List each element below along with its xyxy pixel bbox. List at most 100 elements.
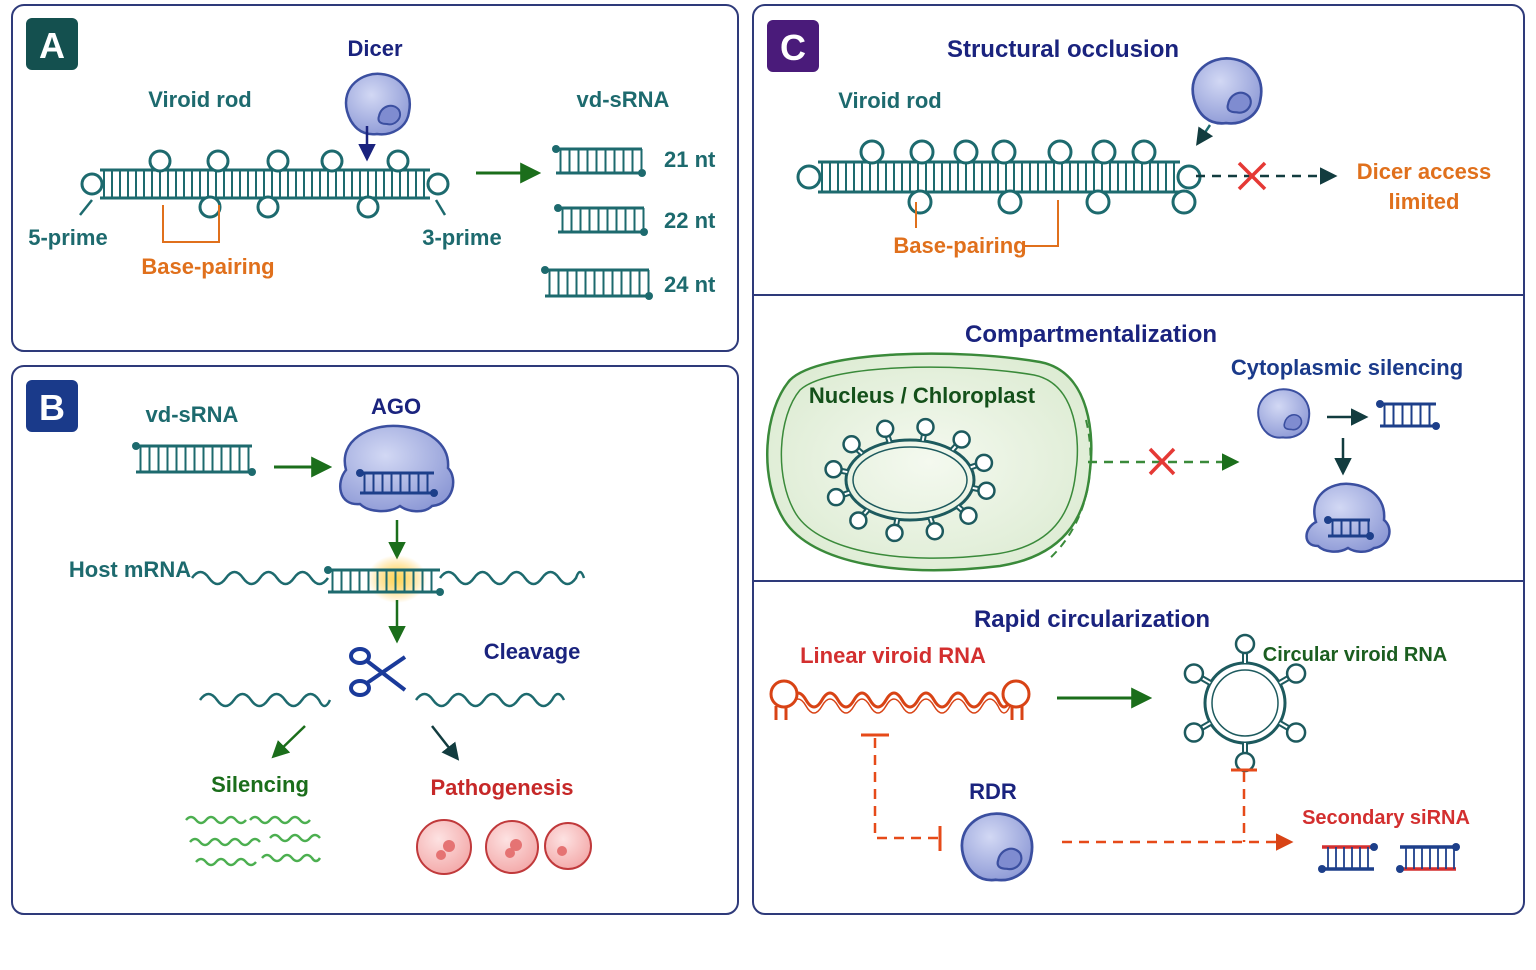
- circ-ring-loop: [1183, 663, 1205, 684]
- circ-ring-loop: [1285, 722, 1307, 743]
- rod-hairpin-top: [148, 149, 172, 173]
- rod-hairpin-bottom: [907, 189, 933, 215]
- srna-24nt-end: [541, 266, 549, 274]
- cytoplasmic-silencing-label: Cytoplasmic silencing: [1231, 355, 1463, 380]
- dicer-access-label-2: limited: [1389, 189, 1460, 214]
- nuc-ring-inner: [852, 446, 968, 514]
- rod-hairpin-top: [320, 149, 344, 173]
- panel-b-frame: [11, 365, 739, 915]
- linear-end-loop: [1001, 679, 1031, 709]
- cyto-ago-bound-srna: [1324, 516, 1374, 540]
- silenced-fragment: [269, 833, 321, 843]
- rod-hairpin-bottom: [1085, 189, 1111, 215]
- secondary-sirna-duplexes: [1318, 843, 1460, 873]
- linear-end-loop: [769, 679, 799, 709]
- srna-21nt-end: [552, 145, 560, 153]
- panel-c-frame: [752, 4, 1525, 915]
- rod-hairpin-bottom: [256, 195, 280, 219]
- circ-ring-loop: [1183, 722, 1205, 743]
- ago-bound-srna: [356, 469, 438, 497]
- linear-viroid-label: Linear viroid RNA: [800, 643, 986, 668]
- circ-ring-loop: [1234, 751, 1256, 773]
- rod-hairpin-top: [1091, 139, 1117, 165]
- nuc-ring-backbone: [844, 438, 976, 522]
- host-mrna-strand: [190, 570, 586, 586]
- srna-21nt-end: [638, 169, 646, 177]
- nuc-ring-loop: [925, 521, 945, 541]
- circ-ring-stem-gap: [1201, 722, 1211, 729]
- nucleus-compartment: [766, 352, 1093, 572]
- dicer-access-label-1: Dicer access: [1357, 159, 1492, 184]
- cyto-ago-srna-end: [1366, 532, 1374, 540]
- panel-b-badge-label: B: [39, 387, 65, 428]
- sirna-end: [1396, 865, 1404, 873]
- srna-22nt-end: [554, 204, 562, 212]
- srna-24nt-end: [645, 292, 653, 300]
- panel-c-badge: [767, 20, 819, 72]
- srna-22nt-end: [640, 228, 648, 236]
- hybrid-end: [324, 566, 332, 574]
- cyto-srna-end: [1376, 400, 1384, 408]
- dicer-label: Dicer: [347, 36, 402, 61]
- five-prime-label: 5-prime: [28, 225, 107, 250]
- b-srna-end: [248, 468, 256, 476]
- rdr-inhibition-line: [873, 738, 938, 840]
- occlusion-title: Structural occlusion: [947, 36, 1179, 63]
- compartment-title: Compartmentalization: [965, 321, 1217, 348]
- rdr-label: RDR: [969, 779, 1017, 804]
- nuc-ring-loop: [952, 430, 971, 449]
- circ-ring-stem-gap: [1279, 722, 1289, 729]
- rod-hairpin-top: [859, 139, 885, 165]
- rod-hairpin-top: [1131, 139, 1157, 165]
- rod-hairpin-top: [953, 139, 979, 165]
- rod-hairpin-top: [266, 149, 290, 173]
- circularization-title: Rapid circularization: [974, 606, 1210, 633]
- srna-length-24: 24 nt: [664, 272, 716, 297]
- ago-complex-icon: [338, 424, 455, 513]
- cleavage-label: Cleavage: [484, 639, 581, 664]
- circular-viroid-label: Circular viroid RNA: [1263, 644, 1447, 666]
- mrna-srna-hybrid: [324, 566, 444, 596]
- nuc-ring-loop: [824, 460, 843, 479]
- secondary-sirna-label: Secondary siRNA: [1302, 807, 1470, 829]
- sirna-end: [1370, 843, 1378, 851]
- circ-ring-loop: [1234, 633, 1256, 655]
- nuc-ring-loop: [977, 481, 996, 500]
- panel-a-badge-label: A: [39, 25, 65, 66]
- host-mrna-label: Host mRNA: [69, 557, 191, 582]
- ago-label: AGO: [371, 394, 421, 419]
- silenced-fragment: [261, 853, 322, 863]
- scissors-icon: [349, 647, 407, 697]
- circ-ring-stem-gap: [1201, 677, 1211, 684]
- srna-length-21: 21 nt: [664, 147, 716, 172]
- nuc-ring-loop: [849, 511, 868, 530]
- b-srna-duplex: [132, 442, 256, 476]
- rod-hairpin-top: [1047, 139, 1073, 165]
- nuc-ring-loop: [826, 487, 846, 507]
- nuc-ring-loop: [959, 506, 978, 526]
- silenced-fragment: [249, 815, 311, 825]
- rod-hairpin-bottom: [1171, 189, 1197, 215]
- ago-srna-end: [430, 489, 438, 497]
- b-vd-srna-label: vd-sRNA: [146, 402, 239, 427]
- cyto-srna-duplex: [1376, 400, 1440, 430]
- rod-end-loop: [80, 172, 104, 196]
- viroid-rod-label: Viroid rod: [148, 87, 252, 112]
- mrna-fragment-left: [198, 692, 332, 708]
- three-prime-label: 3-prime: [422, 225, 501, 250]
- panel-a-badge: [26, 18, 78, 70]
- cyto-dicer-icon: [1257, 388, 1311, 439]
- silenced-rna-fragments: [185, 815, 322, 867]
- silenced-fragment: [185, 815, 247, 825]
- export-block-x-icon: [1148, 447, 1176, 476]
- circ-ring-loop: [1285, 663, 1307, 684]
- c-base-pairing-label: Base-pairing: [893, 233, 1026, 258]
- pathogenesis-label: Pathogenesis: [430, 775, 573, 800]
- ago-srna-end: [356, 469, 364, 477]
- sirna-end: [1452, 843, 1460, 851]
- silencing-arrow: [271, 725, 306, 759]
- panel-b-badge: [26, 380, 78, 432]
- rod-end-loop: [426, 172, 450, 196]
- vd-srna-label: vd-sRNA: [577, 87, 670, 112]
